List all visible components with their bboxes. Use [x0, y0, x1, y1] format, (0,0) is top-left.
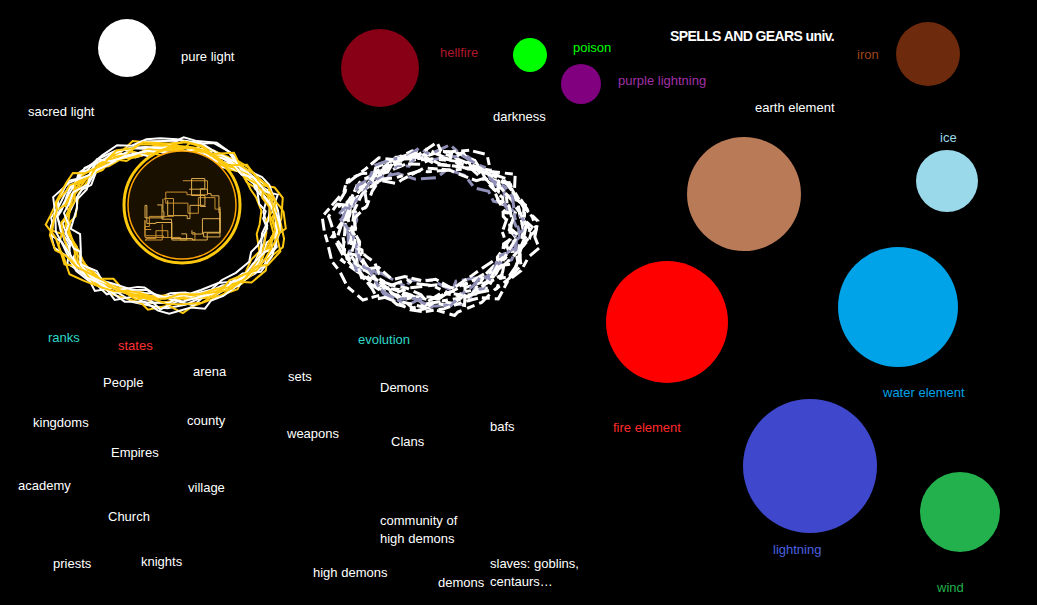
- orb-circle: [743, 399, 877, 533]
- element-orb: hellfire: [341, 29, 419, 107]
- free-label: Clans: [391, 434, 424, 450]
- orb-label: ice: [940, 130, 957, 146]
- orb-shape: [916, 150, 978, 212]
- element-orb: pure light: [98, 19, 156, 77]
- orb-shape: [896, 22, 960, 86]
- swirl-stroke: [347, 153, 518, 305]
- free-label: academy: [18, 478, 71, 494]
- orb-shape: [687, 137, 801, 251]
- orb-label: earth element: [755, 100, 835, 116]
- core-ring: [128, 151, 236, 259]
- element-orb: water element: [838, 247, 958, 367]
- core-scribble: [157, 205, 220, 240]
- darkness-swirl: [322, 142, 539, 315]
- free-label: People: [103, 375, 143, 391]
- orb-shape: [513, 38, 547, 72]
- swirl-stroke: [329, 157, 532, 304]
- free-label: Church: [108, 509, 150, 525]
- orb-circle: [916, 150, 978, 212]
- free-label: community of high demons: [380, 512, 472, 548]
- free-label: ranks: [48, 330, 80, 346]
- free-label: demons: [438, 575, 484, 591]
- orb-circle: [341, 29, 419, 107]
- element-orb: purple lightning: [561, 64, 601, 104]
- swirl-stroke: [342, 145, 520, 306]
- orb-shape: [98, 19, 156, 77]
- orb-shape: [838, 247, 958, 367]
- orb-label: purple lightning: [618, 73, 706, 89]
- orb-label: hellfire: [440, 45, 478, 61]
- element-orb: poison: [513, 38, 547, 72]
- orb-label: pure light: [181, 49, 234, 65]
- core-ring: [124, 147, 240, 263]
- orb-shape: [920, 472, 1000, 552]
- orb-circle: [920, 472, 1000, 552]
- sacred-light-swirl: [46, 137, 286, 313]
- orb-label: poison: [573, 40, 611, 56]
- orb-circle: [687, 137, 801, 251]
- swirl-stroke: [322, 142, 539, 312]
- free-label: kingdoms: [33, 415, 89, 431]
- free-label: weapons: [287, 426, 339, 442]
- orb-label: fire element: [613, 420, 681, 436]
- free-label: sacred light: [28, 104, 94, 120]
- free-label: darkness: [493, 109, 546, 125]
- orb-shape: [743, 399, 877, 533]
- orb-circle: [513, 38, 547, 72]
- free-label: village: [188, 480, 225, 496]
- free-label: evolution: [358, 332, 410, 348]
- orb-label: iron: [857, 47, 879, 63]
- free-label: sets: [288, 369, 312, 385]
- free-label: high demons: [313, 565, 387, 581]
- core-scribble: [189, 189, 220, 237]
- element-orb: wind: [920, 472, 1000, 552]
- element-orb: fire element: [606, 261, 728, 383]
- orb-shape: [561, 64, 601, 104]
- free-label: priests: [53, 556, 91, 572]
- free-label: knights: [141, 554, 182, 570]
- swirl-stroke: [53, 148, 278, 299]
- swirl-stroke: [50, 142, 280, 299]
- element-orb: ice: [916, 150, 978, 212]
- free-label: slaves: goblins, centaurs…: [490, 555, 594, 591]
- free-label: Demons: [380, 380, 428, 396]
- orb-circle: [98, 19, 156, 77]
- element-orb: lightning: [743, 399, 877, 533]
- orb-circle: [561, 64, 601, 104]
- orb-label: water element: [883, 385, 965, 401]
- orb-circle: [838, 247, 958, 367]
- free-label: Empires: [111, 445, 159, 461]
- orb-label: wind: [937, 580, 964, 596]
- orb-circle: [896, 22, 960, 86]
- orb-label: lightning: [773, 542, 821, 558]
- free-label: county: [187, 413, 225, 429]
- free-label: bafs: [490, 419, 515, 435]
- free-label: states: [118, 338, 153, 354]
- free-label: arena: [193, 364, 226, 380]
- element-orb: iron: [896, 22, 960, 86]
- orb-shape: [606, 261, 728, 383]
- title: SPELLS AND GEARS univ.: [670, 27, 834, 45]
- orb-shape: [341, 29, 419, 107]
- element-orb: earth element: [687, 137, 801, 251]
- orb-circle: [606, 261, 728, 383]
